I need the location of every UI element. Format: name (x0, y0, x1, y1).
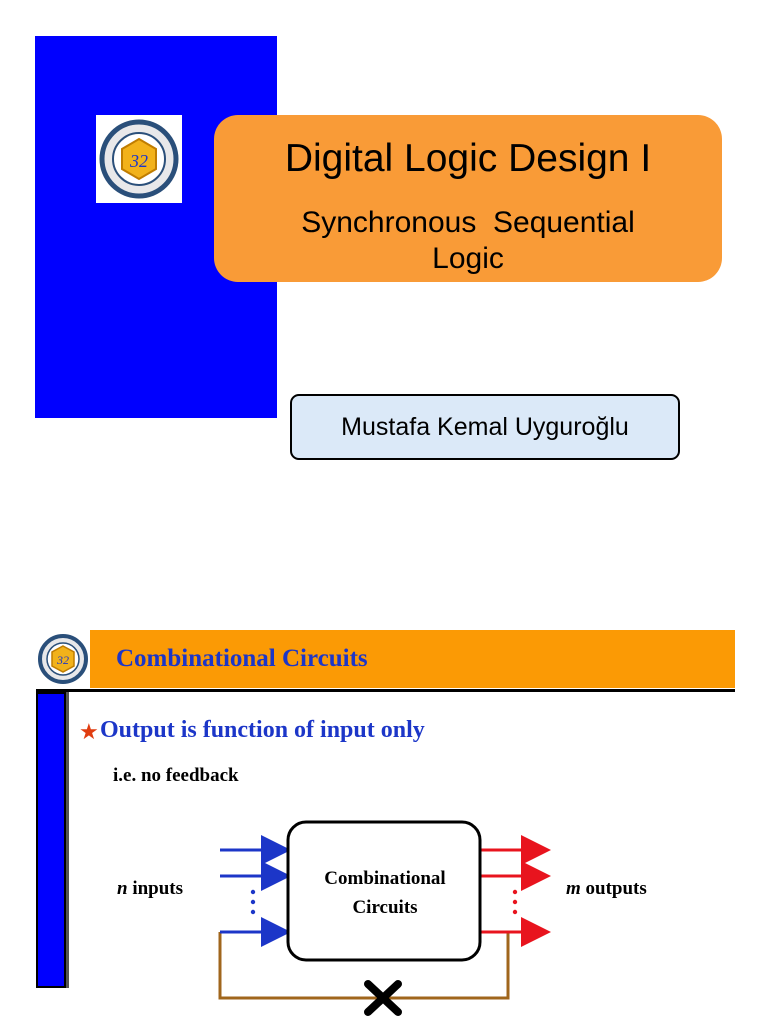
blue-side-bar (36, 692, 66, 988)
circuit-block-label: Combinational Circuits (290, 864, 480, 922)
slide-header-bar (36, 630, 735, 688)
combinational-circuit-diagram (218, 820, 551, 1016)
output-ellipsis-dot (512, 899, 518, 905)
inputs-variable: n (117, 878, 128, 899)
title-box: Digital Logic Design I Synchronous Seque… (214, 115, 722, 282)
inputs-text: inputs (127, 878, 184, 899)
outputs-text: outputs (580, 878, 647, 899)
output-ellipsis-dot (512, 909, 518, 915)
block-label-line-1: Combinational (324, 868, 446, 889)
inputs-label: n inputs (117, 878, 183, 900)
outputs-label: m outputs (566, 878, 647, 900)
input-ellipsis-dot (250, 909, 256, 915)
cross-icon (364, 980, 402, 1016)
author-name: Mustafa Kemal Uyguroğlu (341, 413, 629, 441)
input-ellipsis-dot (250, 899, 256, 905)
svg-text:32: 32 (129, 151, 148, 171)
slide-logo: 32 (36, 630, 90, 688)
feedback-path (218, 932, 510, 1000)
university-seal-icon: 32 (38, 634, 88, 684)
svg-text:32: 32 (56, 653, 69, 667)
star-icon: ★ (79, 719, 99, 744)
subtitle-line-2: Logic (432, 242, 504, 275)
university-seal-icon: 32 (99, 119, 179, 199)
university-logo: 32 (96, 115, 182, 203)
input-ellipsis-dot (250, 889, 256, 895)
circuit-block (286, 820, 482, 962)
author-box: Mustafa Kemal Uyguroğlu (290, 394, 680, 460)
output-ellipsis-dot (512, 889, 518, 895)
subtitle-line-1: Synchronous Sequential (301, 206, 635, 239)
presentation-title: Digital Logic Design I (284, 137, 652, 180)
bullet-text: Output is function of input only (100, 717, 425, 743)
note-text: i.e. no feedback (113, 765, 239, 786)
header-divider (36, 689, 735, 692)
slide-title: Combinational Circuits (116, 645, 368, 672)
block-label-line-2: Circuits (352, 897, 418, 918)
outputs-variable: m (566, 878, 581, 899)
presentation-subtitle: Synchronous Sequential Logic (214, 205, 722, 277)
